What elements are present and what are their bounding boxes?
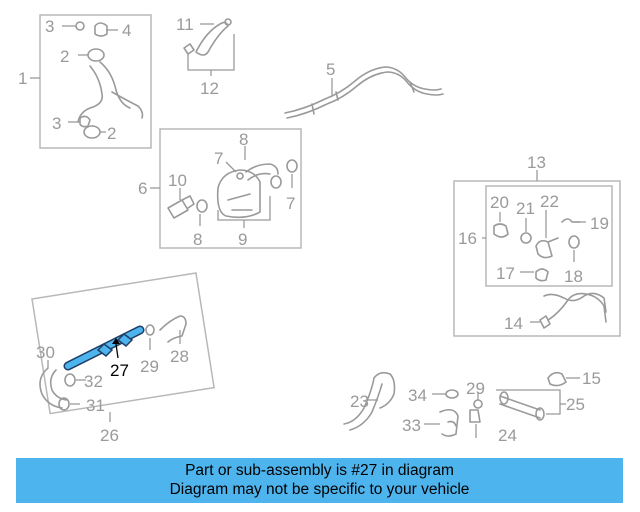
- callout-9: 9: [238, 230, 247, 249]
- callout-34: 34: [408, 386, 427, 405]
- group-1: 1 3 4 2 3 2: [18, 14, 152, 149]
- callout-6: 6: [138, 179, 147, 198]
- callout-8-bottom: 8: [193, 230, 202, 249]
- group-13: 13 16 20 21 22 19 17 18 14: [453, 153, 621, 337]
- callout-22: 22: [540, 192, 559, 211]
- callout-3-bottom: 3: [52, 114, 61, 133]
- callout-14: 14: [504, 314, 523, 333]
- group-11-12: 11 12: [176, 15, 235, 98]
- callout-8-top: 8: [239, 130, 248, 149]
- callout-20: 20: [490, 193, 509, 212]
- callout-28: 28: [170, 347, 189, 366]
- callout-5: 5: [326, 60, 335, 79]
- callout-2-bottom: 2: [107, 124, 116, 143]
- callout-16: 16: [458, 229, 477, 248]
- callout-26: 26: [100, 426, 119, 445]
- group-6: 6 8 7 10 7 8 9: [138, 128, 302, 249]
- callout-19: 19: [590, 214, 609, 233]
- callout-18: 18: [564, 267, 583, 286]
- callout-17: 17: [496, 264, 515, 283]
- callout-30: 30: [36, 343, 55, 362]
- callout-29-left: 29: [140, 357, 159, 376]
- callout-29-right: 29: [466, 379, 485, 398]
- callout-15: 15: [582, 369, 601, 388]
- callout-23: 23: [350, 392, 369, 411]
- callout-31: 31: [86, 396, 105, 415]
- callout-27: 27: [110, 361, 129, 380]
- callout-3-top: 3: [45, 17, 54, 36]
- group-5: 5: [284, 60, 444, 119]
- banner-line-disclaimer: Diagram may not be specific to your vehi…: [169, 481, 470, 498]
- info-banner: Part or sub-assembly is #27 in diagram D…: [16, 458, 623, 503]
- callout-24: 24: [498, 426, 517, 445]
- callout-7-right: 7: [286, 194, 295, 213]
- callout-2-top: 2: [60, 47, 69, 66]
- group-26: 30 27 29 28 32 31 26: [31, 272, 215, 445]
- group-bottom-right: 23 34 33 29 24 25 15: [343, 369, 601, 445]
- callout-32: 32: [84, 372, 103, 391]
- highlighted-part-27: [63, 325, 145, 371]
- callout-25: 25: [566, 395, 585, 414]
- callout-21: 21: [516, 199, 535, 218]
- banner-line-part: Part or sub-assembly is #27 in diagram: [185, 462, 454, 479]
- callout-13: 13: [527, 153, 546, 172]
- callout-7-left: 7: [214, 149, 223, 168]
- callout-33: 33: [402, 416, 421, 435]
- callout-11: 11: [176, 15, 194, 34]
- callout-12: 12: [200, 79, 219, 98]
- callout-4: 4: [122, 21, 131, 40]
- callout-10: 10: [168, 171, 187, 190]
- callout-1: 1: [18, 69, 27, 88]
